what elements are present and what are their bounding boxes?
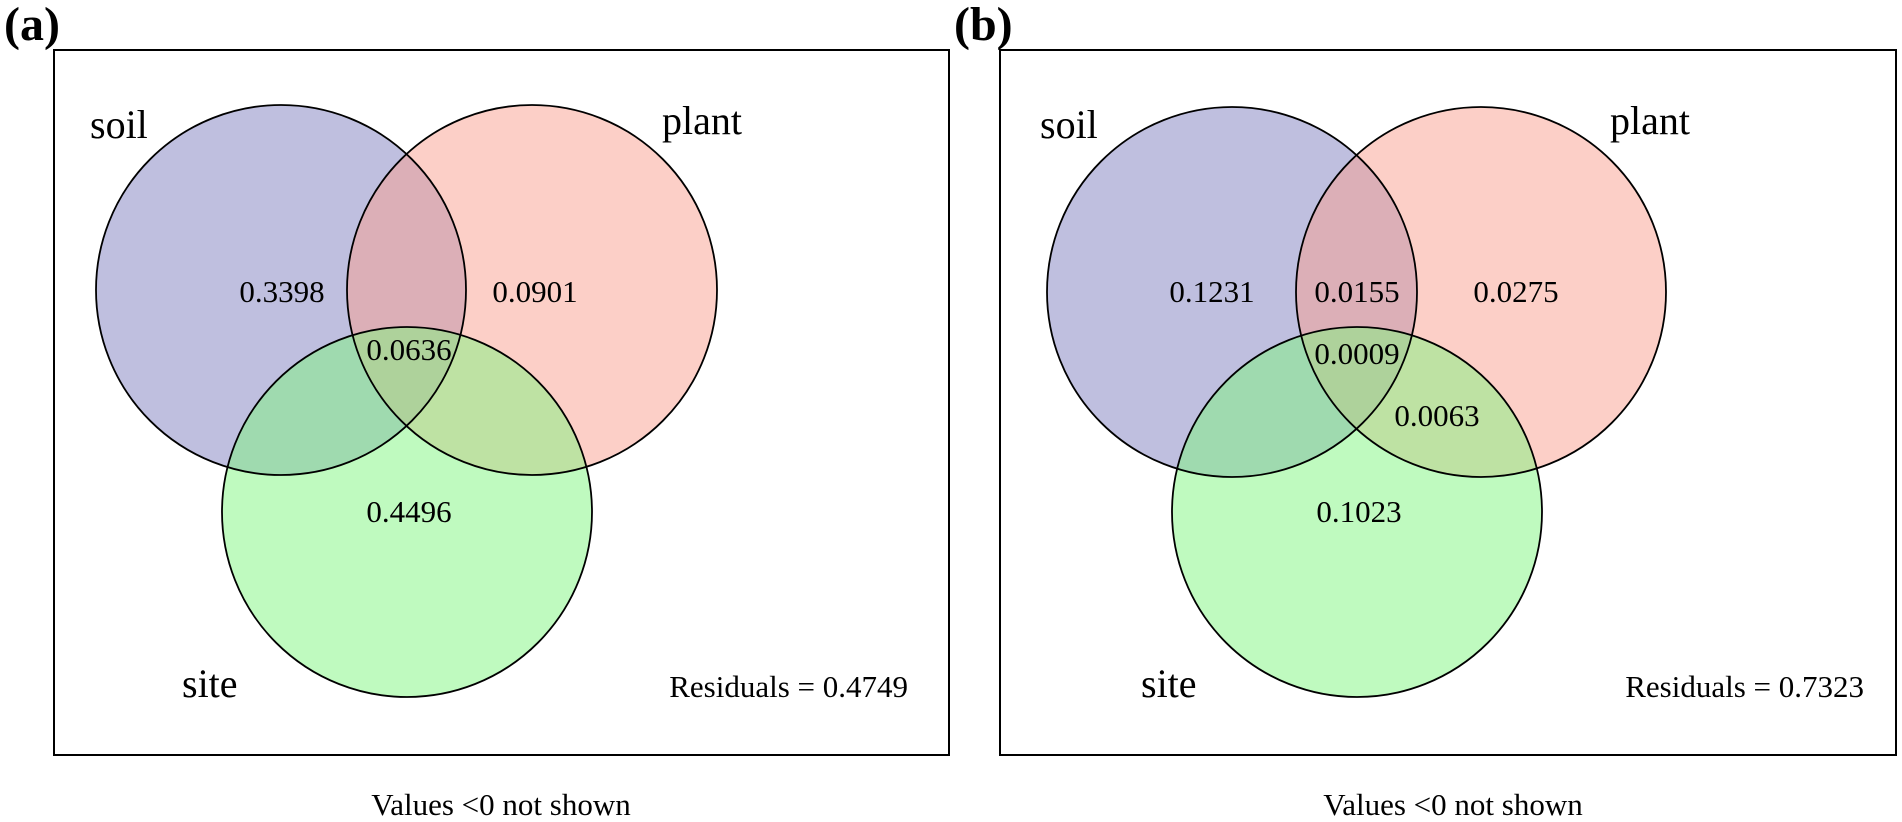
panel-b-soil-plant-value: 0.0155 [1314,274,1399,309]
panel-b-plant-only-value: 0.0275 [1473,274,1558,309]
panel-a-plant-outline [346,104,718,476]
panel-a-all-three-value: 0.0636 [366,332,451,367]
panel-a-footnote: Values <0 not shown [371,787,631,822]
panel-b-letter: (b) [954,0,1013,51]
panel-a-residuals: Residuals = 0.4749 [669,669,908,704]
panel-b-plant-site-value: 0.0063 [1394,398,1479,433]
panel-a-soil-label: soil [90,102,148,147]
panel-b-residuals: Residuals = 0.7323 [1625,669,1864,704]
panel-b-site-outline [1171,326,1543,698]
panel-a-site-outline [221,326,593,698]
panel-a-site-only-value: 0.4496 [366,494,451,529]
panel-a-frame [53,49,950,756]
panel-b-plant-label: plant [1610,98,1690,143]
panel-b-all-three-value: 0.0009 [1314,336,1399,371]
panel-b: (b) soil plant site 0.1231 0.0155 0.0275… [954,0,1897,822]
panel-a: (a) soil plant site 0.3398 0.0901 0.4496… [4,0,950,822]
panel-a-soil-only-value: 0.3398 [239,274,324,309]
panel-a-site-circle [222,327,592,697]
panel-a-soil-outline [95,104,467,476]
panel-b-soil-only-value: 0.1231 [1169,274,1254,309]
panel-b-site-circle [1172,327,1542,697]
panel-a-plant-label: plant [662,98,742,143]
panel-b-plant-outline [1295,106,1667,478]
panel-b-site-label: site [1141,661,1197,706]
panel-b-soil-label: soil [1040,102,1098,147]
panel-a-letter: (a) [4,0,60,51]
panel-a-plant-only-value: 0.0901 [492,274,577,309]
panel-b-footnote: Values <0 not shown [1323,787,1583,822]
panel-b-frame [999,49,1897,756]
panel-a-site-label: site [182,661,238,706]
panel-b-soil-outline [1046,106,1418,478]
panel-b-site-only-value: 0.1023 [1316,494,1401,529]
